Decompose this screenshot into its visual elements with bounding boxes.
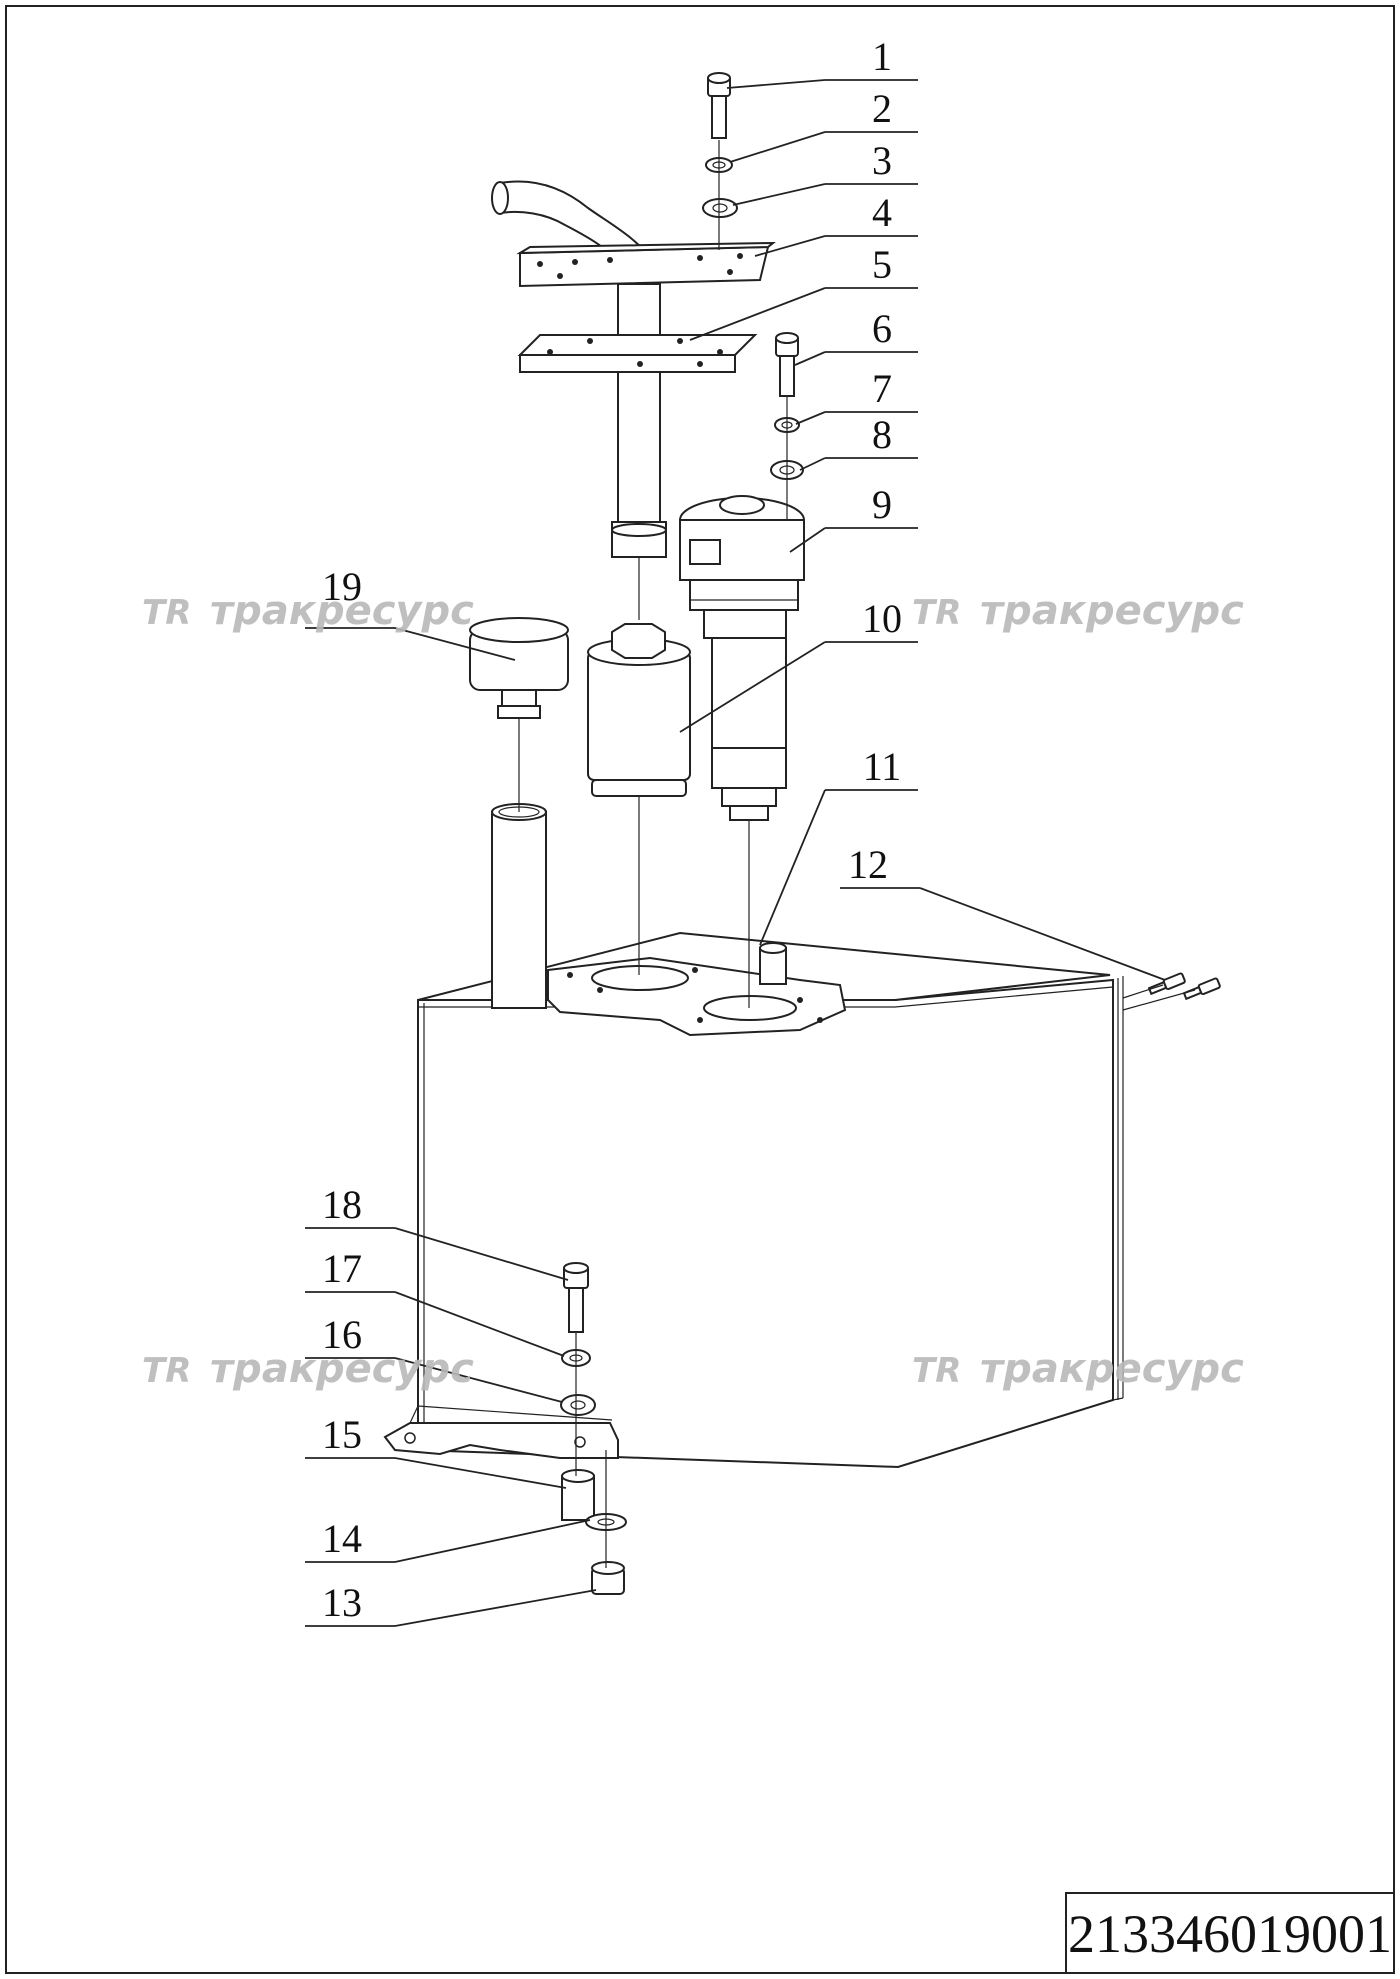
watermark: TR тракресурс <box>142 588 474 634</box>
callout-number: 11 <box>863 744 902 789</box>
callout-number: 1 <box>872 34 892 79</box>
watermark-text: тракресурс <box>210 1346 474 1392</box>
callout-number: 7 <box>872 366 892 411</box>
callout-number: 10 <box>862 596 902 641</box>
watermark-logo: TR <box>142 593 191 633</box>
callout-number: 14 <box>322 1516 362 1561</box>
bolt-item-18 <box>563 1262 589 1333</box>
watermark-text: тракресурс <box>980 588 1244 634</box>
watermark: TR тракресурс <box>142 1346 474 1392</box>
return-filter-head-item-9 <box>679 495 805 639</box>
watermark-text: тракресурс <box>210 588 474 634</box>
tank-boss <box>759 942 787 985</box>
bolt-item-6 <box>775 332 799 397</box>
callout-number: 6 <box>872 306 892 351</box>
callout-number: 5 <box>872 242 892 287</box>
flat-washer-item-3 <box>702 198 738 218</box>
flat-washer-item-16 <box>560 1394 596 1416</box>
drawing-code: 213346019001 <box>1068 1904 1392 1964</box>
callout-leaders <box>305 79 1166 1627</box>
callout-number: 8 <box>872 412 892 457</box>
watermark-logo: TR <box>912 1351 961 1391</box>
return-filter-body <box>711 637 787 821</box>
filter-element-item-10 <box>587 623 691 797</box>
filler-neck-tube <box>491 803 547 1009</box>
callout-number: 19 <box>322 564 362 609</box>
assembly-axis-lines <box>518 140 1196 1568</box>
drawing-code-block: 213346019001 <box>1065 1892 1395 1974</box>
watermark: TR тракресурс <box>912 1346 1244 1392</box>
callout-number: 17 <box>322 1246 362 1291</box>
watermark-text: тракресурс <box>980 1346 1244 1392</box>
callout-number: 16 <box>322 1312 362 1357</box>
pipe-flange-lower-gasket <box>517 334 758 373</box>
pipe-lower-section <box>611 371 667 558</box>
callout-number: 9 <box>872 482 892 527</box>
callout-number: 13 <box>322 1580 362 1625</box>
sheet-border <box>5 5 1395 1974</box>
callout-number: 3 <box>872 138 892 183</box>
callout-number: 15 <box>322 1412 362 1457</box>
nut-item-13 <box>591 1561 625 1595</box>
watermark-logo: TR <box>912 593 961 633</box>
callout-numbers: 1 2 3 4 5 6 7 8 9 10 11 12 13 14 15 16 1… <box>322 34 902 1625</box>
callout-number: 4 <box>872 190 892 235</box>
callout-number: 12 <box>848 842 888 887</box>
bolt-item-1 <box>707 72 731 139</box>
spacer-item-15 <box>561 1469 595 1521</box>
callout-number: 18 <box>322 1182 362 1227</box>
watermark-logo: TR <box>142 1351 191 1391</box>
breather-cap-item-19 <box>469 617 569 719</box>
callout-number: 2 <box>872 86 892 131</box>
pipe-flange-upper <box>516 241 776 288</box>
watermark: TR тракресурс <box>912 588 1244 634</box>
mounting-bracket <box>383 1405 619 1459</box>
